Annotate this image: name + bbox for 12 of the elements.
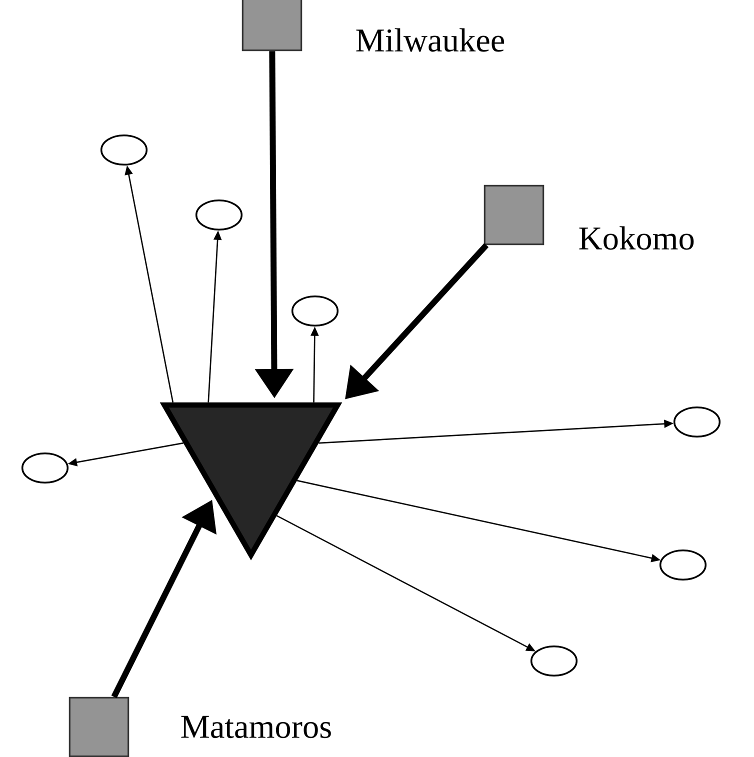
city-label: Matamoros: [181, 716, 331, 738]
ellipse: [21, 452, 69, 484]
square: [68, 696, 130, 757]
square: [484, 184, 544, 246]
ellipse: [100, 134, 148, 166]
ellipse: [530, 645, 578, 677]
city-label: Kokomo: [579, 226, 694, 250]
ellipse: [195, 199, 243, 231]
ellipse: [673, 406, 721, 438]
city-label: Milwaukee: [356, 28, 504, 52]
ellipse: [659, 549, 707, 581]
ellipse: [291, 295, 339, 327]
